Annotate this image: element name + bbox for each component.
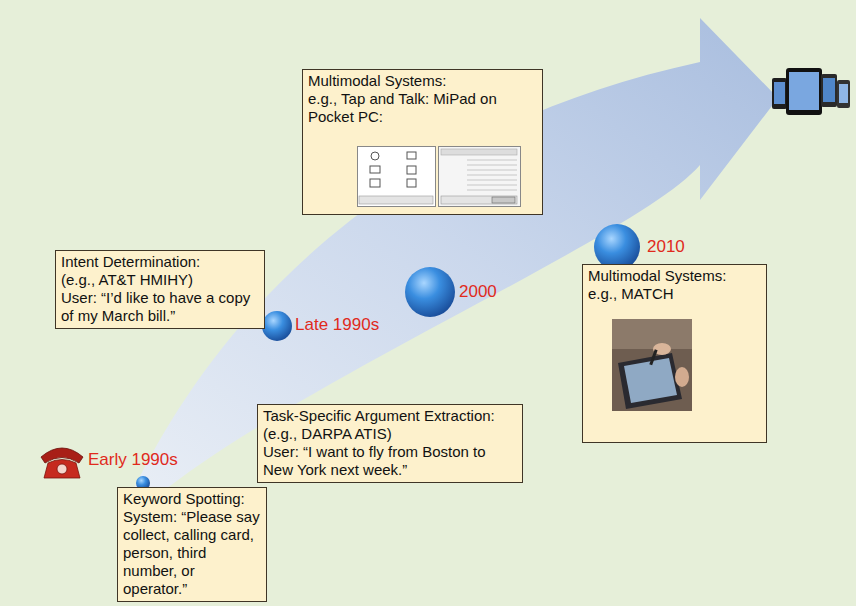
timeline-dot — [405, 267, 455, 317]
box-body: System: “Please say collect, calling car… — [123, 508, 261, 598]
devices-icon — [772, 68, 850, 115]
phone-device — [772, 78, 787, 109]
phone-device — [821, 74, 837, 107]
box-body: User: “I’d like to have a copy of my Mar… — [61, 289, 259, 325]
screen-toolbar — [441, 196, 517, 204]
photo-wall — [612, 319, 692, 349]
screen-panel — [439, 147, 521, 207]
box-heading: Intent Determination: — [61, 253, 259, 271]
telephone-icon — [41, 448, 83, 478]
hand — [675, 367, 689, 387]
stage-box: Multimodal Systems:e.g., Tap and Talk: M… — [302, 69, 543, 215]
stage-box: Keyword Spotting:System: “Please say col… — [117, 487, 267, 602]
screen-toolbar — [359, 196, 433, 204]
screen-panel — [358, 147, 436, 207]
form-rows — [441, 149, 517, 190]
box-heading: Multimodal Systems: — [308, 72, 537, 90]
phone-handset — [41, 448, 83, 463]
tablet-device — [786, 68, 822, 115]
stage-box: Intent Determination:(e.g., AT&T HMIHY)U… — [55, 250, 265, 329]
year-label: Early 1990s — [88, 450, 178, 470]
phone-screen — [774, 82, 785, 104]
box-body: e.g., MATCH — [588, 285, 761, 303]
mipad-screenshot — [357, 146, 522, 208]
timeline-dot — [262, 311, 292, 341]
pen — [649, 349, 657, 365]
year-label: 2010 — [647, 237, 685, 257]
tablet — [618, 353, 682, 409]
box-heading: Task-Specific Argument Extraction: (e.g.… — [263, 407, 517, 443]
talk-button — [492, 197, 515, 203]
phone-screen — [823, 78, 835, 102]
tablet-screen — [624, 358, 677, 403]
tablet-screen — [789, 72, 819, 110]
match-photo — [612, 319, 692, 411]
box-body: User: “I want to fly from Boston to New … — [263, 443, 517, 479]
stage-box: Multimodal Systems:e.g., MATCH — [582, 264, 767, 443]
phone-base — [44, 460, 80, 479]
phone-screen — [839, 84, 848, 103]
photo-ground — [612, 319, 692, 411]
year-label: 2000 — [459, 282, 497, 302]
year-label: Late 1990s — [295, 315, 379, 335]
box-heading: Multimodal Systems: — [588, 267, 761, 285]
app-icons — [370, 152, 416, 187]
box-body: (e.g., AT&T HMIHY) — [61, 271, 259, 289]
box-body: e.g., Tap and Talk: MiPad on Pocket PC: — [308, 90, 537, 126]
phone-device — [837, 80, 850, 108]
phone-dial — [57, 464, 67, 474]
stage-box: Task-Specific Argument Extraction: (e.g.… — [257, 404, 523, 483]
box-heading: Keyword Spotting: — [123, 490, 261, 508]
